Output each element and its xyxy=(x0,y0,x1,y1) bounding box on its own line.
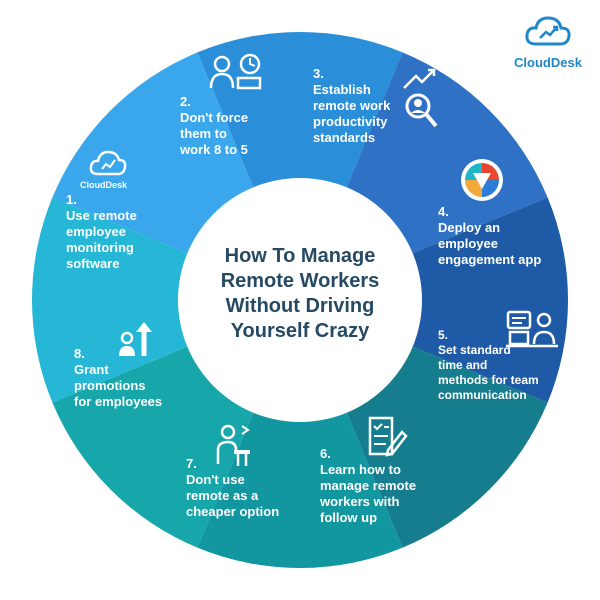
cloud-logo-icon xyxy=(525,16,571,46)
segment-2: 2. Don't force them to work 8 to 5 xyxy=(180,94,248,158)
segment-label: Grant promotions for employees xyxy=(74,362,163,409)
segment-label: Establish remote work productivity stand… xyxy=(313,82,391,145)
segment-number: 6. xyxy=(320,446,331,461)
segment-6: 6. Learn how to manage remote workers wi… xyxy=(320,446,416,526)
segment-1: 1. Use remote employee monitoring softwa… xyxy=(66,192,137,272)
segment-label: Deploy an employee engagement app xyxy=(438,220,542,267)
logo-text: CloudDesk xyxy=(514,55,582,70)
wedge-segment-4 xyxy=(300,197,568,403)
segment-number: 1. xyxy=(66,192,77,207)
remote-desk-icon xyxy=(216,424,250,466)
segment-number: 5. xyxy=(438,328,449,342)
segment-5: 5. Set standard time and methods for tea… xyxy=(438,328,539,403)
clouddesk-logo: CloudDesk xyxy=(506,14,590,70)
promotion-arrow-icon xyxy=(119,322,152,356)
segment-number: 7. xyxy=(186,456,197,471)
engagement-app-icon xyxy=(461,159,503,201)
worker-clock-icon xyxy=(209,53,262,90)
center-title: How To Manage Remote Workers Without Dri… xyxy=(220,245,380,342)
wedge-segment-8 xyxy=(32,197,301,403)
segment-7: 7. Don't use remote as a cheaper option xyxy=(186,456,279,520)
segment-3: 3. Establish remote work productivity st… xyxy=(313,66,390,146)
checklist-pen-icon xyxy=(368,416,408,457)
segment-1-brand-text: CloudDesk xyxy=(80,180,128,190)
segment-label: Don't use remote as a cheaper option xyxy=(186,472,280,519)
clouddesk-logo-icon xyxy=(89,150,127,176)
segment-label: Learn how to manage remote workers with … xyxy=(320,462,417,525)
segment-4: 4. Deploy an employee engagement app xyxy=(438,204,541,268)
segment-number: 2. xyxy=(180,94,191,109)
segment-number: 8. xyxy=(74,346,85,361)
center-circle xyxy=(178,178,422,422)
segment-label: Use remote employee monitoring software xyxy=(66,208,137,271)
segment-label: Set standard time and methods for team c… xyxy=(438,343,539,402)
segment-number: 3. xyxy=(313,66,324,81)
productivity-search-icon xyxy=(403,68,438,128)
team-communication-icon xyxy=(506,310,558,348)
segment-number: 4. xyxy=(438,204,449,219)
segment-8: 8. Grant promotions for employees xyxy=(74,346,162,410)
wedge-segment-6 xyxy=(197,300,403,568)
segment-label: Don't force them to work 8 to 5 xyxy=(180,110,249,157)
wedge-segment-2 xyxy=(197,32,403,301)
